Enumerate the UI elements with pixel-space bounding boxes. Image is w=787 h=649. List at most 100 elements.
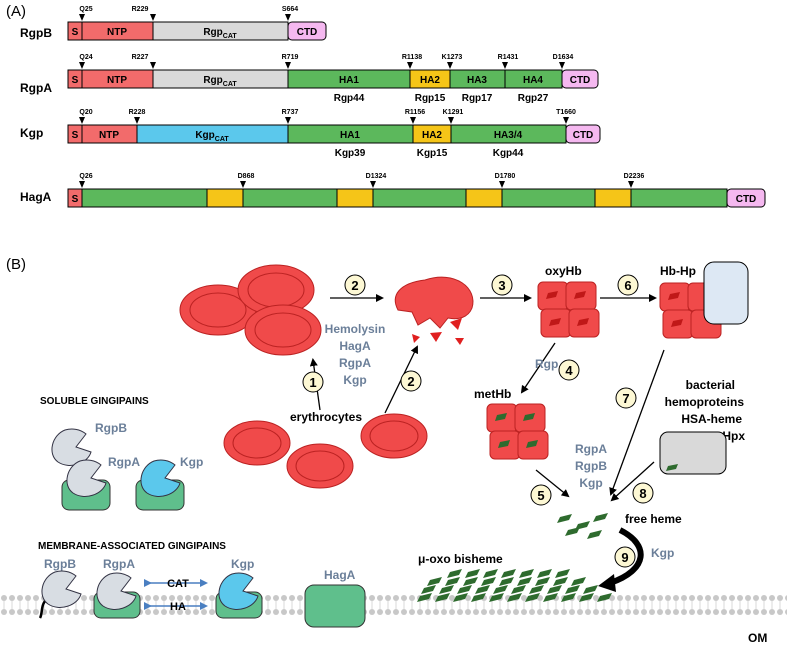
arrow-step9: [608, 527, 644, 586]
membrane-rgpa: [93, 572, 141, 619]
methb-label: metHb: [474, 387, 511, 401]
heme-molecule: [499, 577, 514, 586]
heme-molecule: [529, 585, 544, 594]
heme-molecule: [481, 577, 496, 586]
domain-s-label: S: [72, 130, 79, 141]
site-label: D1634: [553, 54, 574, 61]
enzyme-label: RgpA: [575, 442, 607, 456]
hemolysin-label: HagA: [339, 339, 371, 353]
heme-molecule: [511, 585, 526, 594]
domain-ha: [630, 188, 728, 208]
step-circle: [632, 482, 654, 504]
heme-molecule: [453, 593, 468, 602]
protein-name-haga: HagA: [20, 190, 52, 204]
cleavage-sites: Q20 R228 R737 R1156 K1291 T1660: [79, 109, 576, 124]
domain-ctd-label: CTD: [297, 27, 318, 38]
erythrocyte-rim: [295, 450, 345, 482]
site-label: R229: [132, 6, 149, 13]
cleavage-sites: Q24 R227 R719 R1138 K1273 R1431 D1634: [79, 54, 573, 69]
heme-molecule: [457, 585, 472, 594]
domain-ha2: [336, 188, 374, 208]
fragment: [412, 334, 420, 343]
arrow-step9-head: [598, 574, 616, 592]
domain-ha4-label: HA4: [523, 75, 543, 86]
fragment-label: Kgp15: [417, 148, 448, 159]
panel-a-label: (A): [6, 3, 26, 20]
heme-molecule: [501, 569, 516, 578]
step-circle: [558, 359, 580, 381]
domain-ctd: [561, 69, 599, 89]
heme-molecule: [555, 569, 570, 578]
mu-oxo-label: μ-oxo bisheme: [418, 552, 503, 566]
site-label: R1156: [405, 109, 425, 116]
domain-cat-label: RgpCAT: [203, 75, 237, 88]
hemoprotein-label: Hpx: [722, 429, 745, 443]
membrane-title: MEMBRANE-ASSOCIATED GINGIPAINS: [38, 541, 226, 552]
erythrocyte-rim: [189, 292, 247, 328]
heme-molecule: [519, 569, 534, 578]
membrane-haga: [304, 584, 366, 628]
domain-ctd-label: CTD: [573, 130, 594, 141]
heme-molecule: [445, 577, 460, 586]
domain-ctd: [726, 188, 766, 208]
heme-molecule: [537, 569, 552, 578]
site-markers: [79, 62, 565, 69]
step-circle: [530, 484, 552, 506]
site-label: D1780: [495, 173, 516, 180]
rgp-step4-label: Rgp: [535, 357, 558, 371]
bacterial-hemoprotein-labels: bacterial hemoproteins HSA-heme Hpx: [665, 378, 746, 443]
step-circle: [617, 274, 639, 296]
arrow-step7: [609, 349, 665, 496]
fragment-label: Kgp44: [493, 148, 524, 159]
step-circle: [344, 274, 366, 296]
heme-molecule: [475, 585, 490, 594]
domain-ctd: [565, 124, 601, 144]
heme-molecule: [439, 585, 454, 594]
site-label: K1291: [443, 109, 464, 116]
domain-cat-label: RgpCAT: [203, 27, 237, 40]
heme-molecule: [583, 585, 598, 594]
domain-ha: [81, 188, 208, 208]
domain-ha34-label: HA3/4: [494, 130, 523, 141]
domain-ha2: [465, 188, 503, 208]
erythrocyte-rim: [232, 427, 282, 459]
domain-ntp-label: NTP: [107, 75, 127, 86]
kgp-schematic: Kgp S NTP KgpCAT HA1 HA2 HA3/4 CTD Kgp39…: [20, 109, 601, 159]
domain-ha1-label: HA1: [339, 75, 359, 86]
domain-s-label: S: [72, 27, 79, 38]
step-circle: [302, 371, 324, 393]
soluble-kgp-label: Kgp: [180, 455, 203, 469]
membrane-kgp: [215, 572, 263, 619]
step-number: 2: [351, 278, 358, 293]
om-label: OM: [748, 631, 767, 645]
site-label: Q24: [79, 54, 92, 61]
erythrocyte-rim: [369, 420, 419, 452]
oxyhb-label: oxyHb: [545, 264, 582, 278]
site-label: R1431: [498, 54, 519, 61]
domain-ntp-label: NTP: [107, 27, 127, 38]
domain-ctd-label: CTD: [570, 75, 591, 86]
membrane-kgp-label: Kgp: [231, 557, 254, 571]
soluble-title: SOLUBLE GINGIPAINS: [40, 396, 149, 407]
fragment-label: Rgp44: [334, 93, 365, 104]
heme-molecule: [571, 577, 586, 586]
domain-s-label: S: [72, 194, 79, 205]
heme-molecule: [435, 593, 450, 602]
heme-molecule: [427, 577, 442, 586]
protein-name-rgpb: RgpB: [20, 26, 52, 40]
domain-ha: [372, 188, 467, 208]
fragment-label: Rgp15: [415, 93, 446, 104]
cleavage-sites: Q26 D868 D1324 D1780 D2236: [79, 173, 644, 188]
step-circle: [400, 370, 422, 392]
heme-molecule: [465, 569, 480, 578]
step-number: 4: [565, 363, 573, 378]
soluble-rgpa-label: RgpA: [108, 455, 140, 469]
step-markers: 2 1 2 3 4 5 6 7 8 9: [302, 274, 654, 568]
hemolysin-label: Kgp: [343, 373, 366, 387]
domain-ctd: [287, 21, 327, 41]
ha-label: HA: [170, 601, 186, 613]
site-markers: [79, 117, 569, 124]
domain-ha1-label: HA1: [340, 130, 360, 141]
